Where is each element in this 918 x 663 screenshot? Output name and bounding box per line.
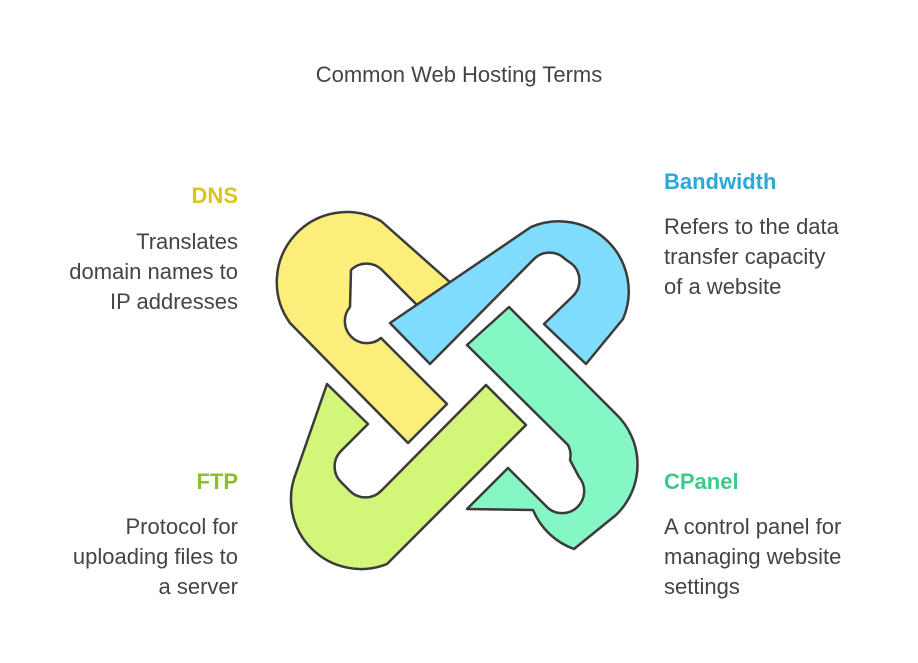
term-ftp-description: Protocol for uploading files to a server bbox=[72, 514, 238, 599]
term-cpanel-title: CPanel bbox=[664, 469, 739, 494]
ftp-link bbox=[289, 382, 528, 571]
dns-link bbox=[275, 210, 454, 445]
cpanel-link bbox=[465, 305, 639, 551]
term-cpanel-description: A control panel for managing website set… bbox=[664, 514, 842, 599]
term-bandwidth-description: Refers to the data transfer capacity of … bbox=[664, 214, 839, 299]
diagram-title: Common Web Hosting Terms bbox=[315, 62, 603, 87]
term-bandwidth-title: Bandwidth bbox=[664, 169, 777, 194]
bandwidth-link bbox=[388, 220, 630, 366]
term-dns-title: DNS bbox=[191, 183, 238, 208]
term-dns-description: Translates domain names to IP addresses bbox=[69, 229, 238, 314]
term-ftp-title: FTP bbox=[196, 469, 238, 494]
